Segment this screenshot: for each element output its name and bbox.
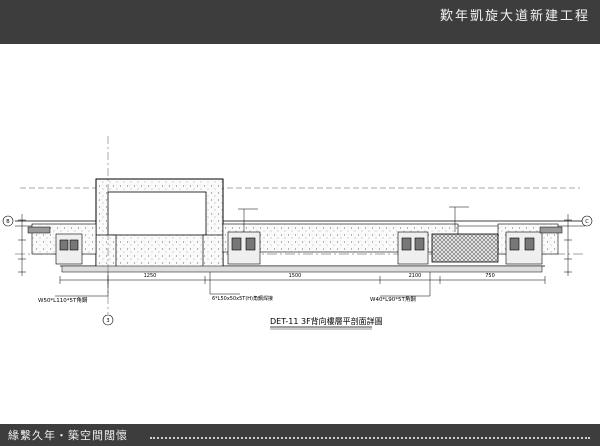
column-right — [202, 234, 224, 268]
grid-bubble-right-label: C — [585, 219, 589, 225]
grid-bubble-left — [2, 215, 14, 227]
left-vertical-dims — [18, 214, 26, 276]
bracket-group-left — [55, 233, 83, 265]
dimension-3: 2100 — [409, 273, 422, 279]
edge-panel-left — [27, 226, 51, 234]
footer-dotted-rule — [150, 437, 590, 439]
crosshatch-block — [431, 233, 499, 263]
dimension-line — [59, 276, 546, 284]
bracket-group-right — [505, 231, 543, 265]
grid-bubble-right — [581, 215, 593, 227]
grid-bubble-bottom — [102, 314, 114, 326]
upper-callouts — [238, 206, 469, 232]
grid-bubble-bottom-label: 3 — [106, 318, 109, 324]
callout-left: W50*L110*5T角鋼 — [38, 296, 88, 304]
dimension-2: 1500 — [289, 273, 302, 279]
section-drawing: 1250 1500 2100 750 B C 3 W50*L110*5T角鋼 6 — [0, 44, 600, 424]
header-bar: 歎年凱旋大道新建工程 — [0, 0, 600, 44]
column-left — [95, 234, 117, 268]
grid-bubble-left-label: B — [6, 219, 10, 225]
section-drawing-svg: 1250 1500 2100 750 B C 3 W50*L110*5T角鋼 6 — [2, 136, 593, 330]
right-vertical-dims — [564, 214, 572, 276]
dimension-1: 1250 — [144, 273, 157, 279]
edge-panel-right — [539, 226, 563, 234]
footer-bar: 緣繫久年・築空間闊懷 — [0, 424, 600, 446]
lower-trim — [61, 265, 543, 273]
callout-center: 6*L50x50x5T(H)角鋼焊接 — [212, 295, 273, 302]
callout-right: W40*L90*5T角鋼 — [370, 295, 416, 303]
dimension-4: 750 — [485, 273, 495, 279]
bracket-group-center-right — [397, 231, 429, 265]
bracket-group-center-left — [227, 231, 261, 265]
page-title: 歎年凱旋大道新建工程 — [439, 9, 590, 24]
detail-title: DET-11 3F背向樓層平剖面詳圖 — [270, 316, 383, 326]
frame-opening — [107, 191, 207, 236]
footer-caption: 緣繫久年・築空間闊懷 — [8, 429, 128, 442]
lower-leaders — [55, 272, 431, 297]
